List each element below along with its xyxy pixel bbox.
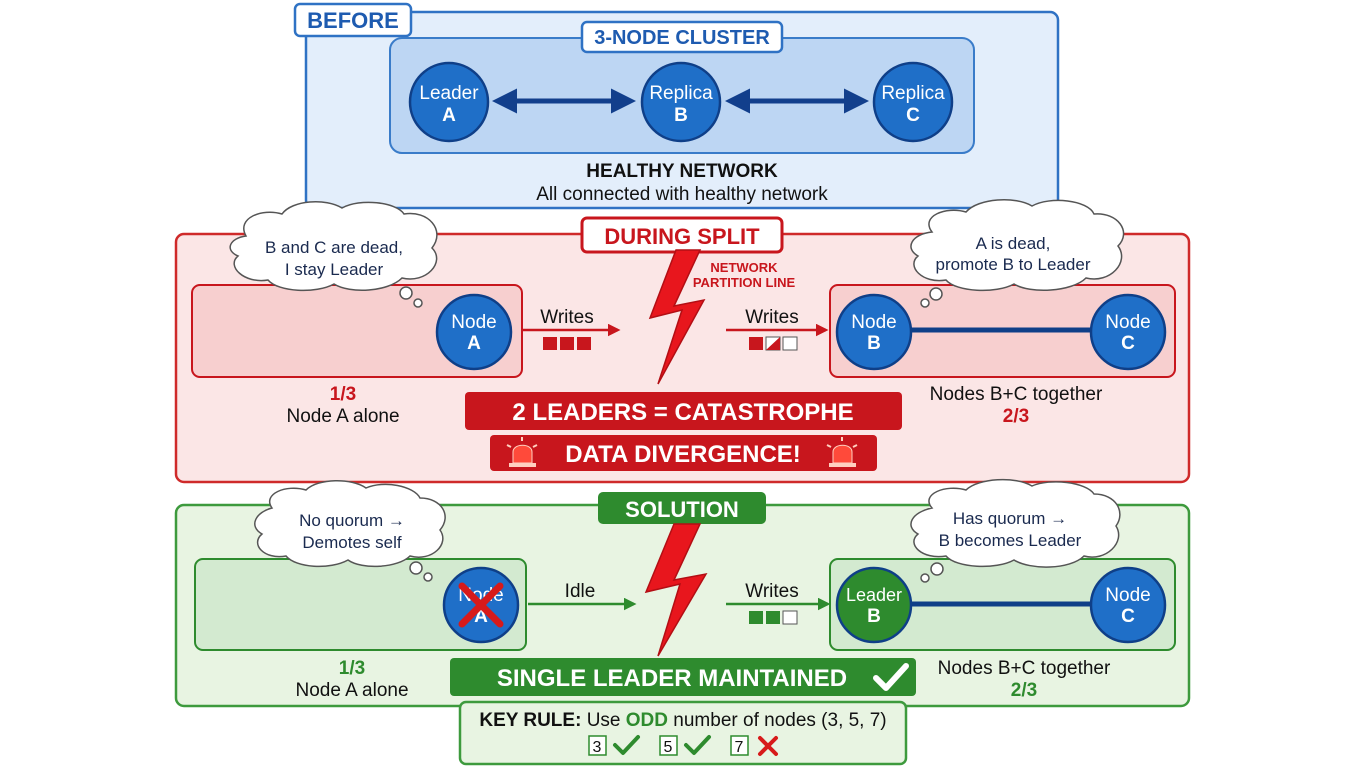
solution-right-fraction: 2/3 xyxy=(1011,680,1037,701)
solution-right-write-blocks xyxy=(749,610,798,625)
solution-right-thought-line1: Has quorum → xyxy=(953,509,1067,528)
before-section: BEFORE 3-NODE CLUSTER Leader A Replica B… xyxy=(293,2,1060,210)
split-right-writes-label: Writes xyxy=(745,307,798,328)
node-replica-b-line1: Replica xyxy=(649,83,713,104)
node-replica-b: Replica B xyxy=(640,61,722,143)
key-rule-pre: Use xyxy=(587,710,621,731)
solution-tag-label: SOLUTION xyxy=(625,497,739,522)
split-left-fraction: 1/3 xyxy=(330,384,356,405)
split-node-b-line1: Node xyxy=(851,312,896,333)
catastrophe-banner xyxy=(465,392,902,430)
healthy-network-title: HEALTHY NETWORK xyxy=(586,161,778,182)
healthy-network-text: All connected with healthy network xyxy=(536,184,828,205)
split-right-thought-line2: promote B to Leader xyxy=(936,255,1091,274)
solution-left-caption: Node A alone xyxy=(295,680,408,701)
split-right-thought-line1: A is dead, xyxy=(976,234,1051,253)
split-section: DURING SPLIT B and C are dead, I stay Le… xyxy=(174,199,1191,484)
split-left-thought-line1: B and C are dead, xyxy=(265,238,403,257)
demoted-x-icon xyxy=(458,582,504,628)
split-left-thought-line2: I stay Leader xyxy=(285,260,384,279)
solution-left-thought-line2: Demotes self xyxy=(302,533,401,552)
solution-node-c-line1: Node xyxy=(1105,585,1150,606)
split-node-a-line2: A xyxy=(467,333,481,354)
cluster-label-box xyxy=(580,20,784,54)
solution-right-thought-line2: B becomes Leader xyxy=(939,531,1082,550)
node-replica-b-line2: B xyxy=(674,105,688,126)
solution-leader-b: Leader B xyxy=(835,566,913,644)
solution-leader-b-line1: Leader xyxy=(846,585,902,605)
solution-right-writes-label: Writes xyxy=(745,581,798,602)
split-right-fraction: 2/3 xyxy=(1003,406,1029,427)
alarm-right-icon xyxy=(826,437,858,467)
partition-label-line1: NETWORK xyxy=(710,260,778,275)
solution-left-thought-line1: No quorum → xyxy=(299,511,405,530)
key-option-5: 5 xyxy=(659,735,711,756)
solution-node-c-line2: C xyxy=(1121,606,1135,627)
split-left-caption: Node A alone xyxy=(286,406,399,427)
split-lightning-bolt xyxy=(648,249,706,385)
key-rule-post: number of nodes (3, 5, 7) xyxy=(673,710,886,731)
key-rule-label: KEY RULE: xyxy=(479,710,581,731)
key-rule-highlight: ODD xyxy=(626,710,668,731)
single-leader-banner-text: SINGLE LEADER MAINTAINED xyxy=(497,665,847,692)
split-node-b: Node B xyxy=(835,293,913,371)
split-node-c-line2: C xyxy=(1121,333,1135,354)
solution-left-fraction: 1/3 xyxy=(339,658,365,679)
split-node-c: Node C xyxy=(1089,293,1167,371)
solution-leader-b-line2: B xyxy=(867,606,881,627)
before-tag-label: BEFORE xyxy=(307,8,399,33)
key-option-5-value: 5 xyxy=(664,739,673,756)
key-rule-section: KEY RULE: Use ODD number of nodes (3, 5,… xyxy=(458,700,908,766)
key-option-7-value: 7 xyxy=(735,739,744,756)
node-replica-c-line1: Replica xyxy=(881,83,945,104)
divergence-banner xyxy=(490,435,877,471)
split-left-thought: B and C are dead, I stay Leader xyxy=(229,201,438,308)
solution-right-caption: Nodes B+C together xyxy=(938,658,1111,679)
partition-label-line2: PARTITION LINE xyxy=(693,275,796,290)
divergence-banner-text: DATA DIVERGENCE! xyxy=(565,441,801,468)
solution-node-c: Node C xyxy=(1089,566,1167,644)
node-leader-a-line2: A xyxy=(442,105,456,126)
before-tag xyxy=(293,2,413,38)
split-node-a-line1: Node xyxy=(451,312,496,333)
solution-idle-label: Idle xyxy=(565,581,596,602)
split-tag-label: DURING SPLIT xyxy=(604,224,760,249)
split-right-thought: A is dead, promote B to Leader xyxy=(910,199,1125,308)
cross-icon xyxy=(758,736,778,756)
key-option-7: 7 xyxy=(730,735,778,756)
banner-check-icon xyxy=(873,663,909,691)
solution-left-thought: No quorum → Demotes self xyxy=(254,480,446,582)
key-option-3-value: 3 xyxy=(593,739,602,756)
single-leader-banner xyxy=(450,658,916,696)
split-right-write-blocks xyxy=(749,336,798,351)
key-rule-text: KEY RULE: Use ODD number of nodes (3, 5,… xyxy=(479,710,886,731)
node-replica-c: Replica C xyxy=(872,61,954,143)
solution-tag xyxy=(598,492,766,524)
key-option-3: 3 xyxy=(588,735,640,756)
check-icon xyxy=(613,735,640,755)
solution-lightning-bolt xyxy=(644,523,708,657)
alarm-left-icon xyxy=(506,437,538,467)
catastrophe-banner-text: 2 LEADERS = CATASTROPHE xyxy=(512,399,853,426)
solution-right-thought: Has quorum → B becomes Leader xyxy=(910,478,1121,583)
split-node-c-line1: Node xyxy=(1105,312,1150,333)
split-left-write-blocks xyxy=(543,337,591,350)
split-right-caption: Nodes B+C together xyxy=(930,384,1103,405)
split-node-a: Node A xyxy=(435,293,513,371)
node-replica-c-line2: C xyxy=(906,105,920,126)
key-rule-box xyxy=(458,700,908,766)
cluster-label: 3-NODE CLUSTER xyxy=(594,27,770,49)
node-leader-a: Leader A xyxy=(408,61,490,143)
solution-section: SOLUTION No quorum → Demotes self Node A… xyxy=(174,478,1191,708)
split-node-b-line2: B xyxy=(867,333,881,354)
node-leader-a-line1: Leader xyxy=(419,83,479,104)
split-left-writes-label: Writes xyxy=(540,307,593,328)
check-icon xyxy=(684,735,711,755)
